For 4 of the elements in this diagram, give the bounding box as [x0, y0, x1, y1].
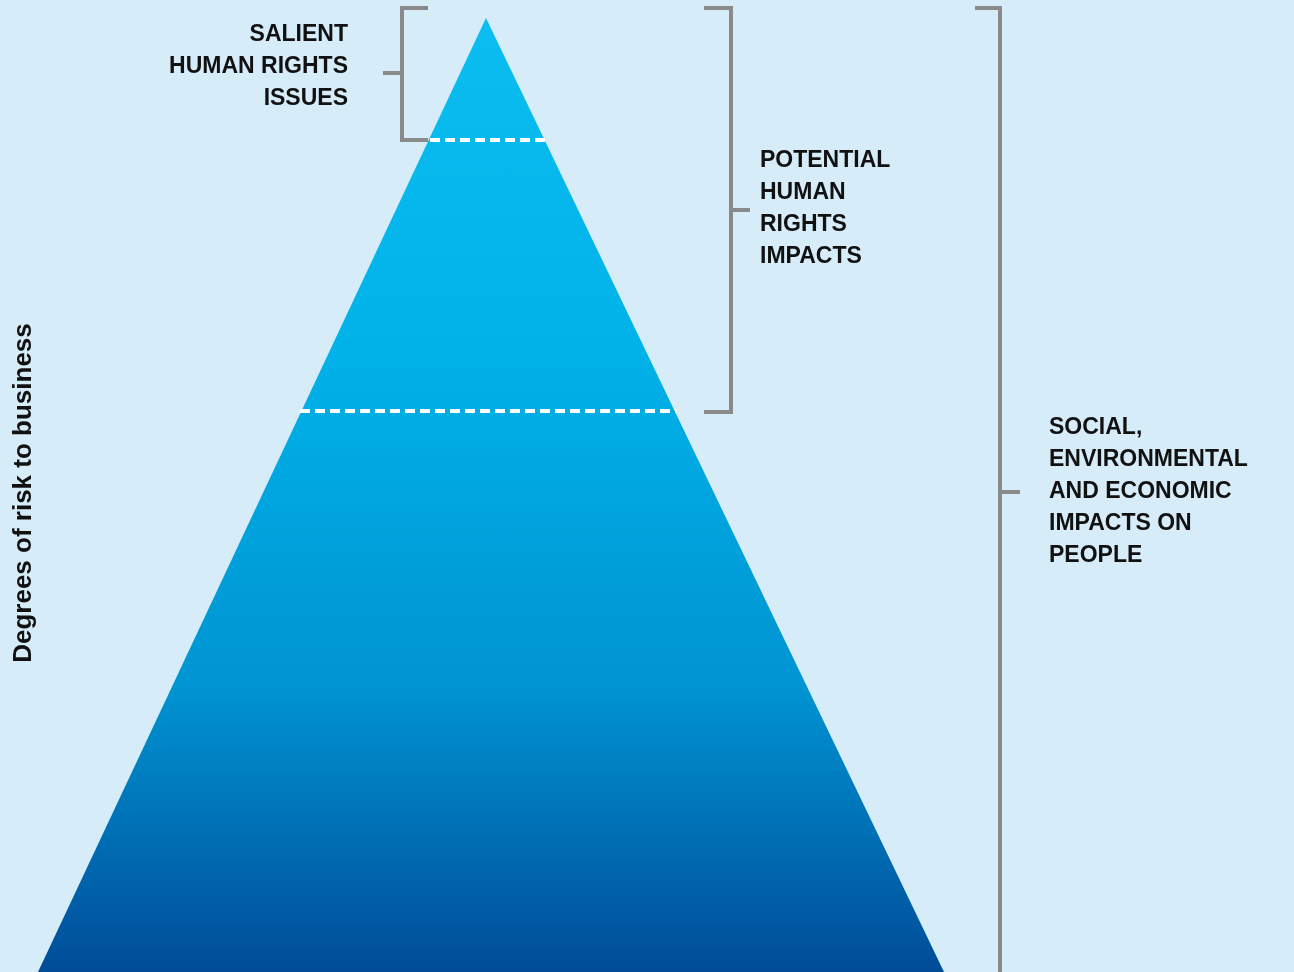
bracket-label: SOCIAL, ENVIRONMENTAL AND ECONOMIC IMPACTS ON PEOPLE	[1049, 412, 1249, 569]
bracket-label: SALIENT HUMAN RIGHTS ISSUES	[168, 19, 348, 112]
axis-label: Degrees of risk to business	[6, 323, 38, 663]
bracket-label: POTENTIAL HUMAN RIGHTS IMPACTS	[760, 145, 891, 270]
